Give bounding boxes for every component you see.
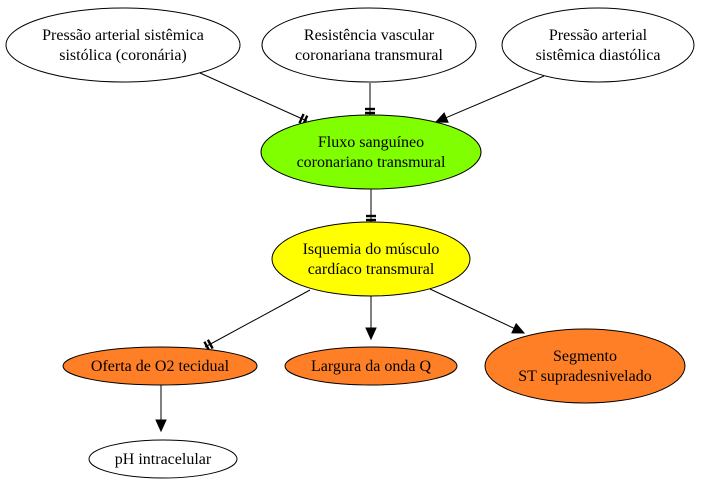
node-oferta-o2: Oferta de O2 tecidual: [62, 346, 258, 386]
edge-line: [429, 288, 515, 329]
nodes: Pressão arterial sistêmica sistólica (cor…: [5, 7, 695, 479]
node-label-line-2: coronariana transmural: [295, 47, 443, 64]
node-label-line-1: Isquemia do músculo: [303, 241, 440, 258]
node-label-line-2: ST supradesnivelado: [518, 368, 651, 385]
node-ellipse: [5, 7, 241, 83]
edge-fluxo-to-isquemia: [366, 189, 376, 222]
node-label-line-2: sistêmica diastólica: [536, 47, 661, 64]
edge-oferta_o2-to-ph: [155, 385, 167, 433]
node-label-line-2: cardíaco transmural: [308, 261, 435, 278]
edge-line: [204, 289, 311, 348]
node-label-line-1: Segmento: [553, 348, 617, 365]
edge-line: [199, 72, 308, 122]
node-ellipse: [260, 114, 482, 190]
node-label-line-1: Resistência vascular: [304, 27, 435, 44]
node-label-line-2: sistólica (coronária): [59, 47, 187, 64]
node-label-line-1: pH intracelular: [115, 451, 212, 468]
node-pas-sistolica: Pressão arterial sistêmica sistólica (cor…: [5, 7, 241, 83]
arrowhead-icon: [365, 327, 377, 341]
node-ellipse: [484, 328, 686, 404]
edge-pas_diastolica-to-fluxo: [434, 75, 545, 123]
node-ellipse: [261, 7, 477, 83]
double-bar-mark-2: [298, 113, 305, 124]
node-ph: pH intracelular: [88, 439, 238, 479]
node-fluxo: Fluxo sanguíneo coronariano transmural: [260, 114, 482, 190]
double-bar-mark-2: [206, 339, 214, 350]
edge-isquemia-to-onda_q: [365, 296, 377, 341]
node-ellipse: [501, 7, 695, 83]
edge-pas_sistolica-to-fluxo: [199, 72, 309, 126]
edge-isquemia-to-segmento_st: [429, 288, 526, 334]
arrowhead-icon: [155, 419, 167, 433]
node-onda-q: Largura da onda Q: [284, 346, 458, 386]
arrowhead-icon: [434, 112, 449, 123]
edge-line: [445, 75, 545, 119]
node-ellipse: [62, 346, 258, 386]
node-segmento-st: Segmento ST supradesnivelado: [484, 328, 686, 404]
node-ellipse: [88, 439, 238, 479]
node-resistencia: Resistência vascular coronariana transmur…: [261, 7, 477, 83]
edge-resistencia-to-fluxo: [365, 83, 375, 115]
edge-isquemia-to-oferta_o2: [203, 289, 311, 352]
node-ellipse: [271, 221, 471, 297]
node-ellipse: [284, 346, 458, 386]
edges: [155, 72, 545, 433]
node-isquemia: Isquemia do músculo cardíaco transmural: [271, 221, 471, 297]
node-label-line-1: Fluxo sanguíneo: [318, 134, 424, 151]
node-label-line-1: Pressão arterial sistêmica: [42, 27, 204, 44]
node-label-line-1: Largura da onda Q: [311, 358, 432, 375]
node-label-line-1: Pressão arterial: [549, 27, 648, 44]
node-label-line-2: coronariano transmural: [297, 154, 446, 171]
arrowhead-icon: [511, 322, 526, 334]
node-pas-diastolica: Pressão arterial sistêmica diastólica: [501, 7, 695, 83]
node-label-line-1: Oferta de O2 tecidual: [91, 358, 230, 375]
